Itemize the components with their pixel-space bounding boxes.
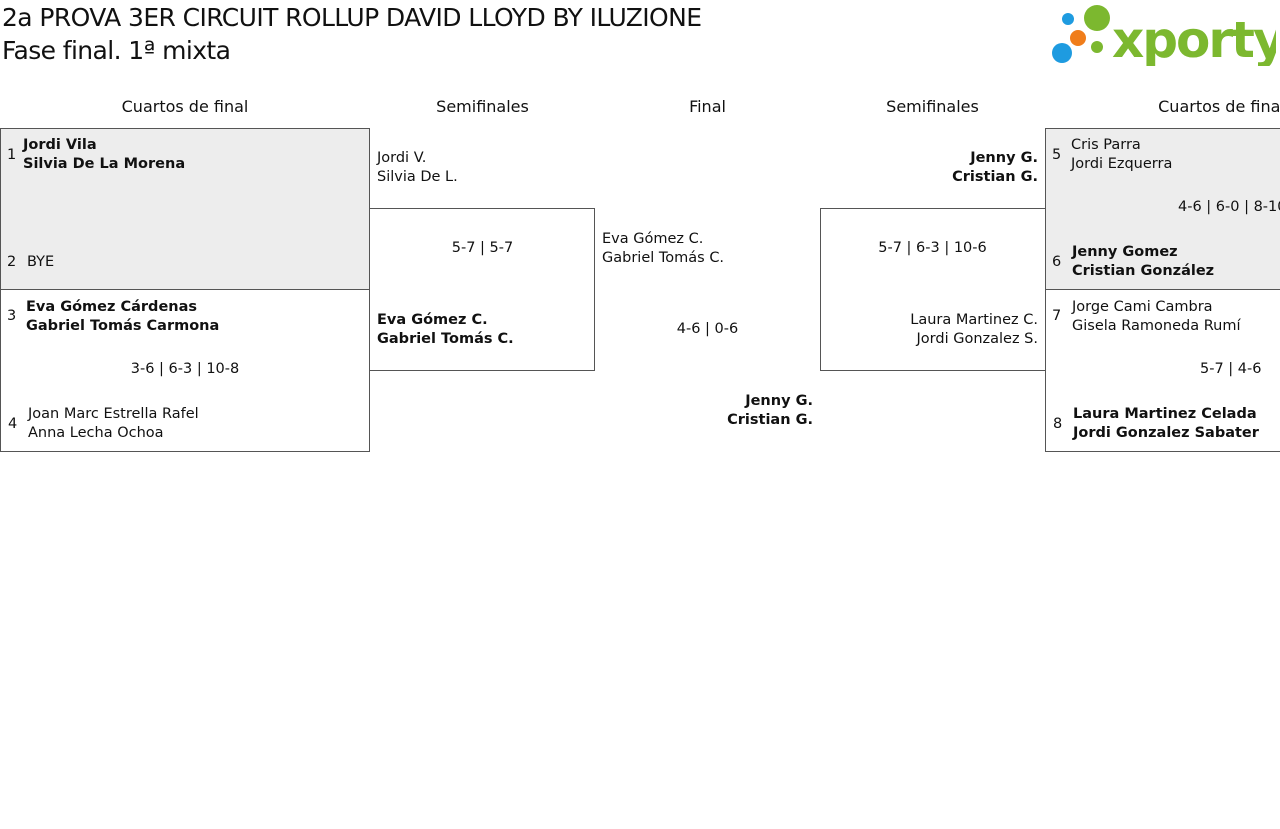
- team-player-name[interactable]: Gabriel Tomás C.: [602, 250, 725, 266]
- team-player-name[interactable]: Jenny Gomez: [1072, 244, 1178, 260]
- match-score: 3-6 | 6-3 | 10-8: [130, 361, 240, 377]
- tournament-title: 2a PROVA 3ER CIRCUIT ROLLUP DAVID LLOYD …: [2, 3, 702, 32]
- header-semifinals-left: Semifinales: [436, 97, 529, 116]
- champion-player-name[interactable]: Jenny G.: [745, 393, 813, 409]
- team-player-name[interactable]: Jordi Ezquerra: [1071, 156, 1173, 172]
- match-box-qf4: [1045, 289, 1280, 452]
- logo-text: xporty: [1112, 11, 1276, 66]
- team-player-name[interactable]: Eva Gómez Cárdenas: [26, 299, 198, 315]
- match-box-sf-left: [369, 208, 595, 371]
- xporty-logo: xporty: [1052, 4, 1280, 69]
- team-player-name[interactable]: Cristian González: [1072, 263, 1215, 279]
- team-player-name[interactable]: Jordi Vila: [23, 137, 97, 153]
- seed-number: 4: [8, 416, 18, 432]
- seed-number: 2: [7, 254, 17, 270]
- header-semifinals-right: Semifinales: [886, 97, 979, 116]
- team-player-name[interactable]: Laura Martinez C.: [910, 312, 1038, 328]
- match-score: 5-7 | 5-7: [451, 240, 514, 256]
- match-score: 5-7 | 6-3 | 10-6: [878, 240, 987, 256]
- team-player-name[interactable]: Jorge Cami Cambra: [1072, 299, 1213, 315]
- team-player-name[interactable]: Gabriel Tomás C.: [377, 331, 514, 347]
- team-player-name[interactable]: Eva Gómez C.: [602, 231, 704, 247]
- header-quarterfinals-right: Cuartos de final: [1158, 97, 1280, 116]
- team-player-name[interactable]: Cris Parra: [1071, 137, 1141, 153]
- match-score: 4-6 | 0-6: [676, 321, 739, 337]
- tournament-subtitle: Fase final. 1ª mixta: [2, 36, 231, 65]
- bye-label: BYE: [27, 254, 55, 270]
- header-final: Final: [689, 97, 726, 116]
- team-player-name[interactable]: Jordi Gonzalez S.: [916, 331, 1038, 347]
- team-player-name[interactable]: Jordi V.: [377, 150, 427, 166]
- match-box-qf1: [0, 128, 370, 290]
- seed-number: 3: [7, 308, 17, 324]
- team-player-name[interactable]: Gisela Ramoneda Rumí: [1072, 318, 1241, 334]
- match-score: 5-7 | 4-6: [1200, 361, 1262, 377]
- seed-number: 1: [7, 147, 17, 163]
- team-player-name[interactable]: Gabriel Tomás Carmona: [26, 318, 220, 334]
- seed-number: 8: [1053, 416, 1063, 432]
- team-player-name[interactable]: Cristian G.: [952, 169, 1038, 185]
- team-player-name[interactable]: Joan Marc Estrella Rafel: [28, 406, 199, 422]
- seed-number: 6: [1052, 254, 1062, 270]
- match-score: 4-6 | 6-0 | 8-10: [1178, 199, 1280, 215]
- team-player-name[interactable]: Laura Martinez Celada: [1073, 406, 1257, 422]
- seed-number: 5: [1052, 147, 1062, 163]
- match-box-qf3: [1045, 128, 1280, 290]
- champion-player-name[interactable]: Cristian G.: [727, 412, 813, 428]
- team-player-name[interactable]: Eva Gómez C.: [377, 312, 488, 328]
- team-player-name[interactable]: Silvia De L.: [377, 169, 458, 185]
- team-player-name[interactable]: Jordi Gonzalez Sabater: [1073, 425, 1259, 441]
- header-quarterfinals-left: Cuartos de final: [121, 97, 249, 116]
- team-player-name[interactable]: Anna Lecha Ochoa: [28, 425, 164, 441]
- seed-number: 7: [1052, 308, 1062, 324]
- team-player-name[interactable]: Jenny G.: [970, 150, 1038, 166]
- team-player-name[interactable]: Silvia De La Morena: [23, 156, 186, 172]
